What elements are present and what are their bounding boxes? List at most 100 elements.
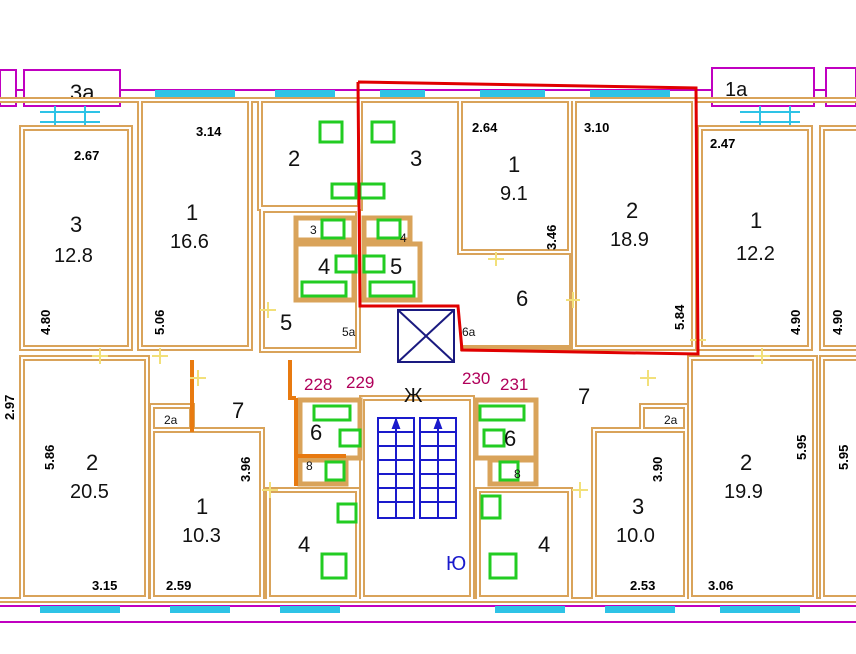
tub-icon — [312, 404, 352, 422]
hl-room-1-dim-top: 2.64 — [472, 120, 498, 135]
tub-icon — [300, 280, 348, 298]
closet-5a: 5a — [342, 325, 356, 339]
stove-icon — [320, 552, 348, 580]
left-edge-dim: 2.97 — [2, 395, 17, 420]
room-3-number: 3 — [70, 212, 82, 237]
hl-closet-6a: 6a — [462, 325, 476, 339]
right-room-1-number: 1 — [750, 208, 762, 233]
right-room-1-dim-side: 4.90 — [788, 310, 803, 335]
hl-hall-6: 6 — [516, 286, 528, 311]
sink-icon — [480, 494, 502, 520]
room-2-dim-bottom: 3.15 — [92, 578, 117, 593]
right-wc-8: 8 — [514, 467, 521, 481]
right-room-1-area: 12.2 — [736, 243, 775, 265]
orange-walls — [190, 360, 346, 486]
kitchen-4: 4 — [298, 532, 310, 557]
door-marks — [92, 252, 770, 498]
hl-room-1-area: 9.1 — [500, 183, 528, 205]
balcony-right-label: 1a — [725, 79, 748, 101]
apartment-231: 231 — [500, 375, 528, 394]
bath-4: 4 — [318, 254, 330, 279]
room-1-area: 16.6 — [170, 231, 209, 253]
core-labels: 228 229 230 231 Ж Ю — [304, 369, 528, 575]
room-3-dim-side: 4.80 — [38, 310, 53, 335]
hl-room-1-number: 1 — [508, 152, 520, 177]
tub-icon — [368, 280, 416, 298]
sink-icon — [370, 120, 396, 144]
room-1-number: 1 — [186, 200, 198, 225]
flat-left-labels: 2.67 3 12.8 4.80 3.14 1 16.6 5.06 2.97 2… — [2, 124, 322, 593]
sink-icon — [338, 428, 362, 448]
hl-room-2-dim-side: 5.84 — [672, 304, 687, 330]
right-room-2-area: 19.9 — [724, 481, 763, 503]
flat-right-labels: 2.47 1 12.2 4.90 4.90 7 2a 2 19.9 5.95 5… — [504, 136, 851, 593]
hl-room-2-number: 2 — [626, 198, 638, 223]
kitchen-2: 2 — [288, 146, 300, 171]
symbol-label: Ю — [446, 553, 466, 575]
room-1b-dim-side: 3.96 — [238, 457, 253, 482]
tub-icon — [478, 404, 526, 422]
closet-4: 4 — [400, 231, 407, 245]
sink-icon — [362, 254, 386, 274]
bath-6: 6 — [310, 420, 322, 445]
right-room-3-number: 3 — [632, 494, 644, 519]
room-2-area: 20.5 — [70, 481, 109, 503]
closet-2a: 2a — [164, 413, 178, 427]
apartment-229: 229 — [346, 373, 374, 392]
right-bath-6: 6 — [504, 426, 516, 451]
tub-icon — [330, 182, 358, 200]
right-edge-dim-b: 5.95 — [836, 445, 851, 470]
walls — [0, 97, 856, 603]
room-1b-area: 10.3 — [182, 525, 221, 547]
flat-upper-left-labels: 2 3 3 4 4 5 5 5a — [280, 146, 422, 339]
sink-icon — [334, 254, 358, 274]
tub-icon — [358, 182, 386, 200]
flat-highlighted-labels: 2.64 1 9.1 3.46 3.10 2 18.9 5.84 6 6a — [462, 120, 687, 339]
apartment-230: 230 — [462, 369, 490, 388]
room-1b-number: 1 — [196, 494, 208, 519]
hall-3: 3 — [410, 146, 422, 171]
right-room-3-dim-side: 3.90 — [650, 457, 665, 482]
sink-icon — [482, 428, 506, 448]
wc-8: 8 — [306, 459, 313, 473]
toilet-icon — [498, 460, 520, 482]
hall-5: 5 — [280, 310, 292, 335]
room-2-dim-side: 5.86 — [42, 445, 57, 470]
sink-icon — [336, 502, 358, 524]
room-2-number: 2 — [86, 450, 98, 475]
right-room-1-dim-top: 2.47 — [710, 136, 735, 151]
landing-label: Ж — [404, 385, 423, 407]
room-1b-dim-bottom: 2.59 — [166, 578, 191, 593]
right-edge-dim: 4.90 — [830, 310, 845, 335]
walls-inner — [0, 99, 856, 601]
right-room-2-dim-side: 5.95 — [794, 435, 809, 460]
fixtures — [300, 120, 526, 580]
toilet-icon — [320, 218, 346, 240]
windows — [40, 90, 800, 613]
bath-5: 5 — [390, 254, 402, 279]
right-hall-7: 7 — [578, 384, 590, 409]
highlighted-apartment-outline — [356, 80, 700, 356]
room-3-area: 12.8 — [54, 245, 93, 267]
right-room-2-dim-bottom: 3.06 — [708, 578, 733, 593]
elevator-shaft — [397, 309, 455, 363]
right-kitchen-4: 4 — [538, 532, 550, 557]
right-room-3-area: 10.0 — [616, 525, 655, 547]
room-1-dim-side: 5.06 — [152, 310, 167, 335]
window-frames — [40, 106, 800, 130]
room-1-dim-top: 3.14 — [196, 124, 222, 139]
staircase — [377, 417, 457, 519]
stove-icon — [488, 552, 518, 580]
sink-icon — [318, 120, 344, 144]
right-room-2-number: 2 — [740, 450, 752, 475]
right-closet-2a: 2a — [664, 413, 678, 427]
toilet-icon — [324, 460, 346, 482]
toilet-icon — [376, 218, 402, 240]
hl-room-2-area: 18.9 — [610, 229, 649, 251]
hl-room-2-dim-top: 3.10 — [584, 120, 609, 135]
hall-7: 7 — [232, 398, 244, 423]
wc-3: 3 — [310, 223, 317, 237]
room-3-dim-top: 2.67 — [74, 148, 99, 163]
apartment-228: 228 — [304, 375, 332, 394]
